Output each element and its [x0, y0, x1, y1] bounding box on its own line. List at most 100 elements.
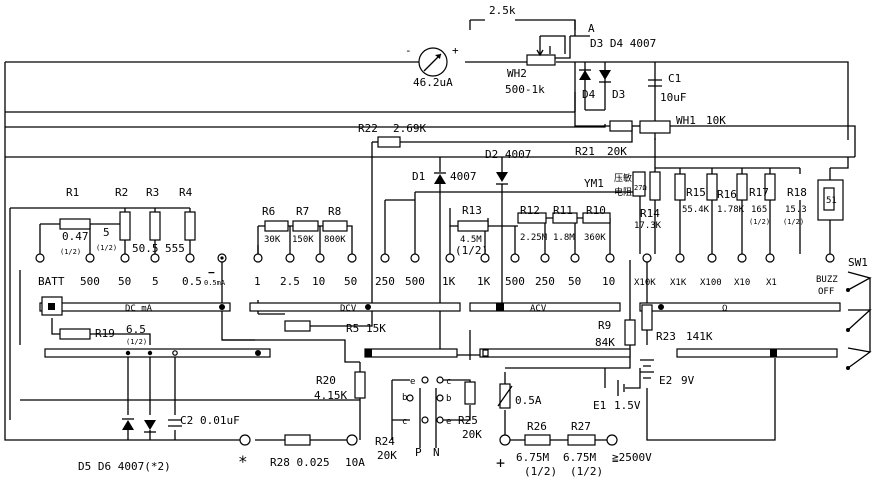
ohm-label-x1k: X1K [670, 278, 687, 288]
r10-resistor [582, 212, 611, 224]
r3-value: 50.5 [132, 242, 159, 255]
r17-resistor [736, 173, 748, 201]
d2-diode [496, 172, 508, 185]
point-a-label: A [588, 22, 595, 35]
dcv-label-10: 10 [312, 275, 325, 288]
meter-label: 46.2uA [413, 76, 453, 89]
r7-name: R7 [296, 205, 309, 218]
ohm-label-x100: X100 [700, 278, 722, 288]
common-bar-left [44, 348, 271, 358]
fuse-value: 0.5A [515, 394, 542, 407]
ohm-label-x10k: X10K [634, 278, 656, 288]
r2-resistor [119, 211, 131, 241]
batt-switch-knob [48, 303, 55, 310]
common-bar-mid-wiper [365, 349, 372, 357]
r6-resistor [264, 220, 289, 232]
socket-c1: c [446, 377, 451, 387]
ohm-label-x1: X1 [766, 278, 777, 288]
ym1-name: YM1 [584, 177, 604, 190]
c2-name: C2 [180, 414, 193, 427]
dcma-label-50: 50 [118, 275, 131, 288]
r3-resistor [149, 211, 161, 241]
r3-name: R3 [146, 186, 159, 199]
dcv-terminals [253, 253, 420, 263]
r10-name: R10 [586, 204, 606, 217]
ohm-bar [639, 302, 841, 312]
ohm-label-x10: X10 [734, 278, 750, 288]
r20-name: R20 [316, 374, 336, 387]
r14-name: R14 [640, 207, 660, 220]
r20-resistor [354, 371, 366, 399]
asterisk: * [238, 452, 248, 471]
r4-resistor [184, 211, 196, 241]
r6-value: 30K [264, 235, 281, 245]
r12-value: 2.25M [520, 233, 548, 243]
r5-resistor [284, 320, 311, 332]
d1-value: 4007 [450, 170, 477, 183]
common-bar-mid [364, 348, 458, 358]
r11-value: 1.8M [553, 233, 575, 243]
common-bar-acv-wiper [482, 349, 489, 357]
bar-dot-1 [125, 350, 131, 356]
r17-name: R17 [749, 186, 769, 199]
bar-wiper-left [255, 350, 261, 356]
acv-bar-label: ACV [530, 304, 547, 314]
acv-label-10: 10 [602, 275, 615, 288]
socket-b1: b [402, 393, 407, 403]
acv-label-1k-b: 1K [477, 275, 491, 288]
r22-resistor [377, 136, 401, 148]
r23-resistor [641, 304, 653, 331]
r19-name: R19 [95, 327, 115, 340]
ym1-cn2: 电阻 [614, 186, 632, 198]
e1-value: 1.5V [614, 399, 641, 412]
r1-sub: (1/2) [60, 248, 81, 256]
r20-value: 4.15K [314, 389, 347, 402]
dcv-label-1: 1 [254, 275, 261, 288]
r2-sub: (1/2) [96, 244, 117, 252]
dcv-bar-wiper [365, 304, 371, 310]
d5-d6-diodes [122, 418, 156, 433]
r1-value: 0.47 [62, 230, 89, 243]
ym1-varistor [632, 171, 646, 197]
r27-resistor [567, 434, 596, 446]
r15-resistor [674, 173, 686, 201]
d1-name: D1 [412, 170, 425, 183]
r25-name: R25 [458, 414, 478, 427]
meter-minus: - [405, 44, 412, 57]
c2-value: 0.01uF [200, 414, 240, 427]
d2-label: D2 4007 [485, 148, 531, 161]
bar-dot-3 [172, 350, 178, 356]
dcma-tiny-note: 0.5mA [204, 279, 226, 287]
dcma-bar-wiper [219, 304, 225, 310]
r22-value: 2.69K [393, 122, 426, 135]
ohm-label-off: OFF [818, 287, 834, 297]
wh2-value: 500-1k [505, 83, 545, 96]
ym1-cn1: 压敏 [614, 172, 632, 184]
e1-battery [617, 380, 625, 396]
dcv-bar [249, 302, 461, 312]
r2-value: 5 [103, 226, 110, 239]
transistor-socket [406, 376, 455, 424]
r13-resistor [457, 220, 489, 232]
r5-value: 15K [366, 322, 386, 335]
dcma-label-0-5: 0.5 [182, 275, 202, 288]
r19-value: 6.5 [126, 323, 146, 336]
r18-value: 15.3 [785, 205, 807, 215]
dcv-label-250: 250 [375, 275, 395, 288]
dcv-label-500: 500 [405, 275, 425, 288]
r14-value: 17.3K [634, 221, 662, 231]
r22-name: R22 [358, 122, 378, 135]
socket-e2: e [446, 417, 451, 427]
c1-capacitor [648, 79, 662, 87]
e2-name: E2 [659, 374, 672, 387]
d3-d4-diodes [579, 69, 611, 83]
wh2-name: WH2 [507, 67, 527, 80]
r9-value: 84K [595, 336, 615, 349]
r18-sub: (1/2) [783, 218, 804, 226]
e2-battery [640, 359, 654, 379]
r10-value: 360K [584, 233, 606, 243]
dcv-label-2-5: 2.5 [280, 275, 300, 288]
c1-value: 10uF [660, 91, 687, 104]
bar-dot-2 [147, 350, 153, 356]
common-bar-acv [479, 348, 631, 358]
